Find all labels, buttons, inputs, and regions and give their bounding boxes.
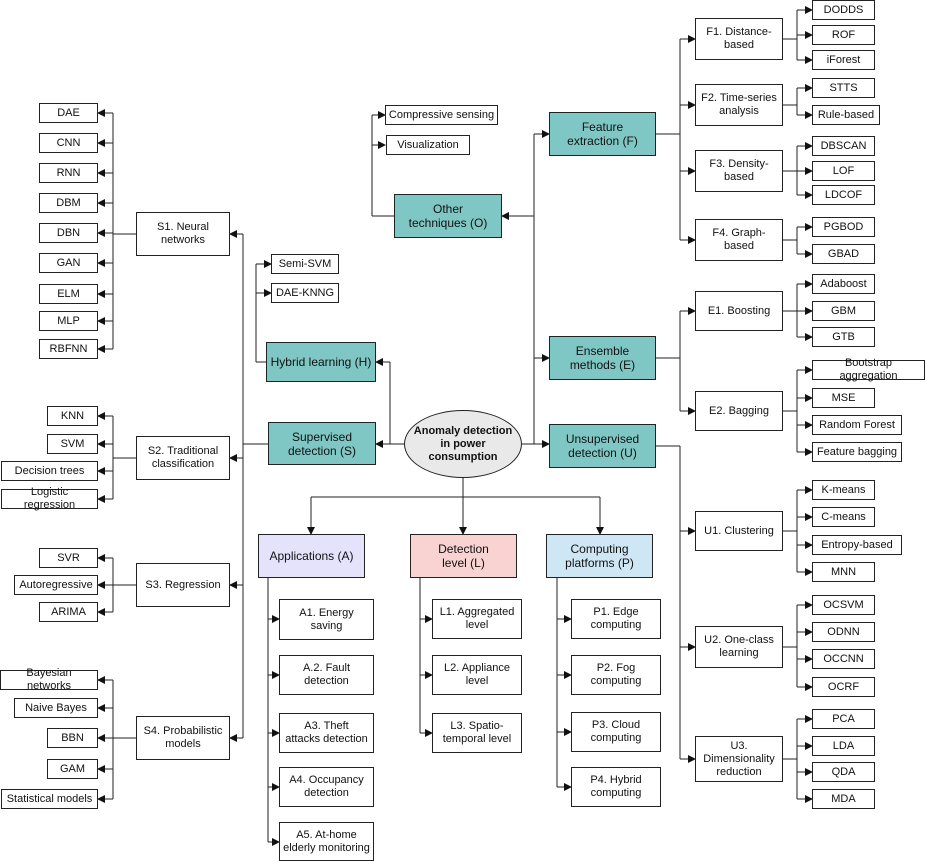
s1-item: DAE xyxy=(39,103,98,123)
u3-item: LDA xyxy=(812,736,875,756)
ensemble-node: Ensemble methods (E) xyxy=(549,336,656,380)
s1-item: CNN xyxy=(39,133,98,153)
e2-item: Feature bagging xyxy=(812,442,902,462)
f1-node: F1. Distance- based xyxy=(695,18,783,60)
s3-node: S3. Regression xyxy=(136,563,230,607)
e2-item: Bootstrap aggregation xyxy=(812,357,925,382)
s4-item: GAM xyxy=(47,759,98,779)
u2-item: OCRF xyxy=(812,677,875,697)
application-item: A5. At-home elderly monitoring xyxy=(279,822,374,861)
u1-item: K-means xyxy=(812,480,875,500)
s4-node: S4. Probabilistic models xyxy=(136,716,230,760)
u3-node: U3. Dimensionality reduction xyxy=(695,736,783,782)
e1-item: Adaboost xyxy=(812,274,875,294)
f2-item: Rule-based xyxy=(812,105,880,125)
application-item: A4. Occupancy detection xyxy=(279,767,374,807)
detection-level-item: L2. Appliance level xyxy=(432,655,522,695)
feature-node: Feature extraction (F) xyxy=(549,112,656,156)
u3-item: MDA xyxy=(812,789,875,809)
s1-item: RBFNN xyxy=(39,339,98,359)
s1-item: ELM xyxy=(39,284,98,304)
other-item: Visualization xyxy=(386,135,470,155)
e2-item: MSE xyxy=(812,388,875,408)
u1-item: C-means xyxy=(812,507,875,527)
s2-node: S2. Traditional classification xyxy=(136,436,230,480)
u3-item: QDA xyxy=(812,762,875,782)
s1-node: S1. Neural networks xyxy=(136,212,230,256)
f4-node: F4. Graph- based xyxy=(695,219,783,261)
e1-item: GBM xyxy=(812,301,875,321)
u2-node: U2. One-class learning xyxy=(695,626,783,668)
u1-node: U1. Clustering xyxy=(695,511,783,551)
u2-item: OCCNN xyxy=(812,649,875,669)
e2-item: Random Forest xyxy=(812,415,902,435)
f3-item: LOF xyxy=(812,161,875,181)
f3-node: F3. Density- based xyxy=(695,150,783,192)
s4-item: BBN xyxy=(47,728,98,748)
s4-item: Statistical models xyxy=(1,789,98,809)
f4-item: GBAD xyxy=(812,244,875,264)
computing-item: P4. Hybrid computing xyxy=(571,767,661,807)
other-node: Other techniques (O) xyxy=(394,194,502,238)
u2-item: ODNN xyxy=(812,622,875,642)
f1-item: DODDS xyxy=(812,0,875,20)
s4-item: Bayesian networks xyxy=(0,667,98,692)
detection-level-node: Detection level (L) xyxy=(410,534,517,578)
root-node: Anomaly detection in power consumption xyxy=(404,410,522,478)
computing-item: P3. Cloud computing xyxy=(571,712,661,752)
s1-item: GAN xyxy=(39,253,98,273)
u2-item: OCSVM xyxy=(812,595,875,615)
other-item: Compressive sensing xyxy=(385,105,498,125)
e1-item: GTB xyxy=(812,327,875,347)
s1-item: MLP xyxy=(39,311,98,331)
u3-item: PCA xyxy=(812,709,875,729)
s2-item: SVM xyxy=(47,434,98,454)
s1-item: RNN xyxy=(39,163,98,183)
supervised-node: Supervised detection (S) xyxy=(268,422,376,465)
f3-item: LDCOF xyxy=(812,185,875,205)
unsupervised-node: Unsupervised detection (U) xyxy=(549,424,656,468)
u1-item: MNN xyxy=(812,562,875,582)
f2-item: STTS xyxy=(812,78,875,98)
s2-item: Decision trees xyxy=(1,461,98,481)
application-item: A1. Energy saving xyxy=(279,599,374,640)
s3-item: Autoregressive xyxy=(14,575,98,595)
f4-item: PGBOD xyxy=(812,217,875,237)
applications-node: Applications (A) xyxy=(258,534,365,578)
hybrid-item: DAE-KNNG xyxy=(271,283,339,303)
s1-item: DBN xyxy=(39,223,98,243)
s4-item: Naive Bayes xyxy=(14,698,98,718)
f1-item: ROF xyxy=(812,25,875,45)
computing-item: P1. Edge computing xyxy=(571,599,661,639)
s3-item: ARIMA xyxy=(39,602,98,622)
application-item: A3. Theft attacks detection xyxy=(279,713,374,753)
hybrid-node: Hybrid learning (H) xyxy=(266,342,376,382)
s3-item: SVR xyxy=(39,548,98,568)
detection-level-item: L3. Spatio- temporal level xyxy=(432,713,522,753)
u1-item: Entropy-based xyxy=(812,535,902,555)
computing-item: P2. Fog computing xyxy=(571,655,661,695)
e1-node: E1. Boosting xyxy=(695,291,783,331)
s1-item: DBM xyxy=(39,193,98,213)
f3-item: DBSCAN xyxy=(812,136,875,156)
s2-item: Logistic regression xyxy=(1,486,98,511)
f2-node: F2. Time-series analysis xyxy=(695,84,783,126)
s2-item: KNN xyxy=(47,406,98,426)
application-item: A.2. Fault detection xyxy=(279,655,374,695)
detection-level-item: L1. Aggregated level xyxy=(432,599,522,639)
e2-node: E2. Bagging xyxy=(695,391,783,431)
hybrid-item: Semi-SVM xyxy=(271,254,339,274)
f1-item: iForest xyxy=(812,50,875,70)
computing-node: Computing platforms (P) xyxy=(546,534,653,578)
